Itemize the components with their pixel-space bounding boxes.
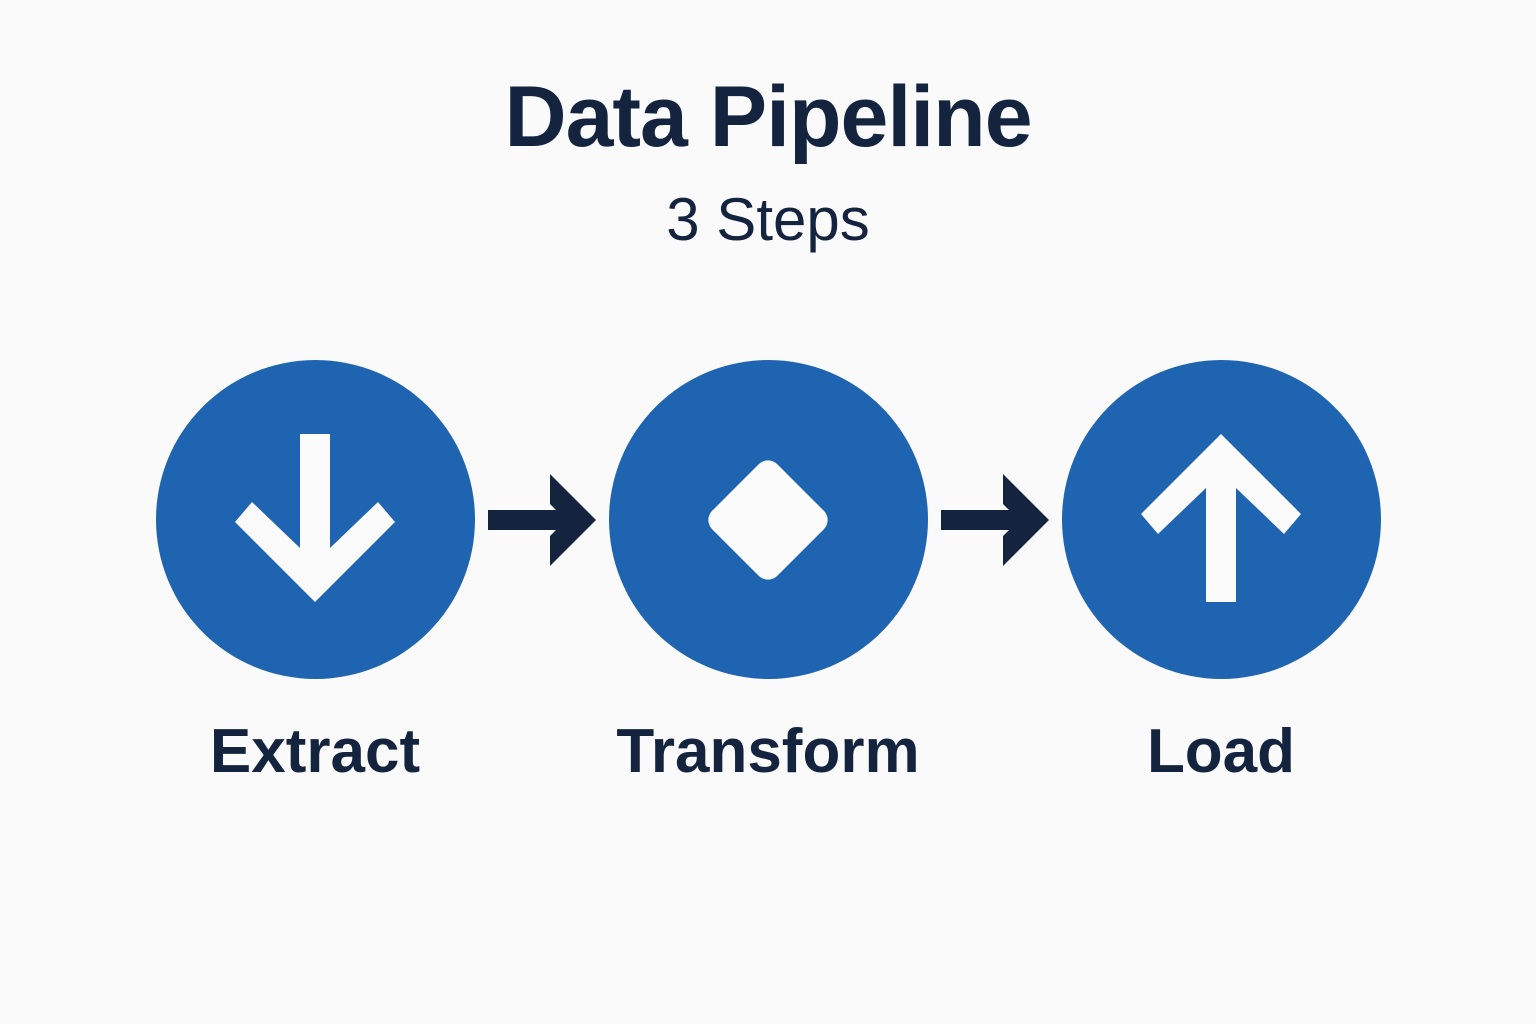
pipeline-row: Extract Transform [0,360,1536,783]
arrow-right-icon [940,473,1049,566]
step-label-extract: Extract [209,717,421,786]
page-subtitle: 3 Steps [666,186,870,254]
step-label-load: Load [1146,717,1296,786]
connector-arrow-1 [475,360,609,679]
step-label-transform: Transform [616,717,920,786]
pipeline-step-transform[interactable]: Transform [608,360,928,786]
diamond-icon [693,445,843,595]
step-circle-load[interactable] [1061,360,1381,679]
step-circle-transform[interactable] [608,360,928,679]
arrow-up-icon [1141,430,1301,610]
header: Data Pipeline 3 Steps [0,69,1536,254]
page-title: Data Pipeline [504,69,1032,165]
step-circle-extract[interactable] [155,360,475,679]
pipeline-step-load[interactable]: Load [1061,360,1381,786]
pipeline-step-extract[interactable]: Extract [155,360,475,786]
connector-arrow-2 [928,360,1062,679]
arrow-down-icon [235,430,395,610]
arrow-right-icon [487,473,596,566]
